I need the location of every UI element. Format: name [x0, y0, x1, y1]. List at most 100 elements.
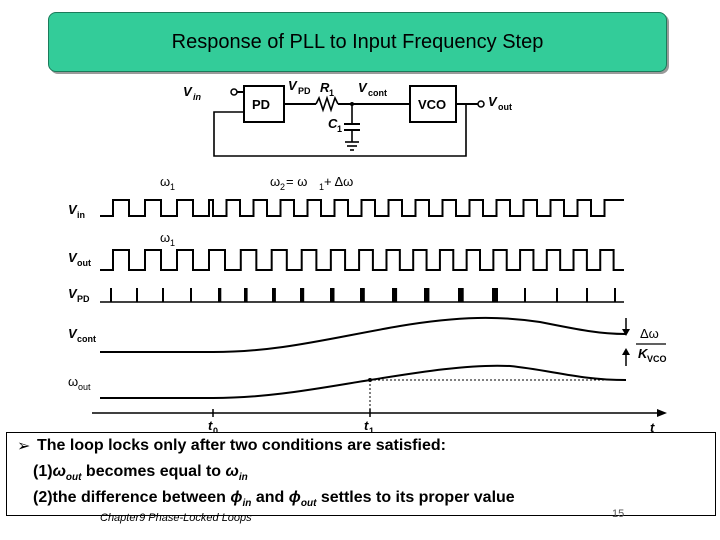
bullet-box: ➢ The loop locks only after two conditio…: [6, 432, 716, 516]
omega-out-sub: out: [65, 472, 82, 484]
vpd-pulse: [218, 288, 222, 302]
condition-2-tail: settles to its proper value: [316, 489, 515, 506]
omega2-sub: 2: [280, 182, 285, 192]
vpd-pulse: [556, 288, 558, 302]
block-diagram: V in PD V PD R 1 V cont C 1 VCO V out: [183, 78, 512, 157]
omega2-tail: + Δω: [324, 174, 353, 189]
vpd-pulse: [330, 288, 335, 302]
vpd-pulse: [524, 288, 526, 302]
vcont-sub: cont: [368, 88, 387, 98]
vout-output-label: V: [488, 94, 498, 109]
omega-out-symbol: ω: [52, 463, 66, 480]
t1-dot: [368, 378, 372, 382]
omega2-rest-sub: 1: [319, 182, 324, 192]
bullet-line-3: (2)the difference between ϕin and ϕout s…: [33, 489, 515, 509]
pd-label: PD: [252, 97, 270, 112]
vco-label: VCO: [418, 97, 446, 112]
wout-waveform: [100, 364, 627, 399]
vcont-waveform: [100, 316, 627, 353]
omega1-top-sub: 1: [170, 182, 175, 192]
omega-in-symbol: ω: [225, 463, 239, 480]
vpd-pulse: [272, 288, 276, 302]
t1-sub: 1: [369, 426, 374, 436]
vpd-pulse: [492, 288, 498, 302]
condition-1-mid: becomes equal to: [81, 463, 226, 480]
feedback-wire: [213, 104, 467, 157]
vout-waveform: [100, 249, 624, 271]
vpd-pulse: [136, 288, 138, 302]
omega2-rest: = ω: [286, 174, 307, 189]
phi-in-symbol: ϕ: [230, 489, 243, 506]
delta-denominator-sub: VCO: [647, 354, 667, 364]
delta-denominator: K: [638, 346, 649, 361]
phi-in-sub: in: [242, 498, 252, 510]
vin-waveform: [100, 199, 624, 217]
waveforms-group: [100, 199, 627, 399]
omega-in-sub: in: [238, 472, 248, 484]
phi-out-sub: out: [300, 498, 317, 510]
phi-out-symbol: ϕ: [288, 489, 301, 506]
vcont-label: V: [358, 80, 368, 95]
omega2-label: ω: [270, 174, 280, 189]
vin-input-sub: in: [193, 92, 202, 102]
vcont-wave-label: V: [68, 326, 78, 341]
vout-wave-label: V: [68, 250, 78, 265]
bullet-line-1: The loop locks only after two conditions…: [37, 437, 446, 455]
vpd-pulse: [458, 288, 464, 302]
condition-1-prefix: (1): [33, 463, 53, 480]
vpd-pulse: [110, 288, 112, 302]
vpd-wave-sub: PD: [77, 294, 90, 304]
wout-wave-sub: out: [78, 382, 91, 392]
vin-wave-sub: in: [77, 210, 85, 220]
vcont-step-arrow-head: [622, 329, 630, 336]
vcont-wave-sub: cont: [77, 334, 96, 344]
input-terminal: [230, 88, 238, 96]
c1-label: C: [328, 116, 338, 131]
vpd-pulse: [424, 288, 430, 302]
omega1-mid-label: ω: [160, 230, 170, 245]
vcont-base-arrow-head: [622, 348, 630, 355]
r1-resistor: [315, 95, 339, 113]
title-box: Response of PLL to Input Frequency Step: [48, 12, 667, 72]
vpd-pulse: [614, 288, 616, 302]
t0-sub: 0: [213, 426, 218, 436]
vpd-pulse: [190, 288, 192, 302]
wout-wave-label: ω: [68, 374, 78, 389]
vpd-sub: PD: [298, 86, 311, 96]
pd-block: [243, 85, 285, 123]
footer-chapter: Chapter9 Phase-Locked Loops: [100, 512, 252, 524]
condition-2-and: and: [251, 489, 289, 506]
t0-label: t: [208, 418, 213, 433]
vin-wave-label: V: [68, 202, 78, 217]
omega1-top-label: ω: [160, 174, 170, 189]
waveform-labels: ω 1 ω 2 = ω 1 + Δω ω 1 V in V out V PD V…: [68, 174, 667, 436]
bullet-arrow-icon: ➢: [17, 438, 31, 455]
output-terminal: [477, 100, 485, 108]
vout-wave-sub: out: [77, 258, 91, 268]
t1-label: t: [364, 418, 369, 433]
vout-output-sub: out: [498, 102, 512, 112]
vpd-pulse: [244, 288, 248, 302]
vpd-pulse: [300, 288, 305, 302]
vpd-pulse: [162, 288, 164, 302]
footer-page-number: 15: [612, 508, 625, 520]
vpd-pulse: [392, 288, 398, 302]
r1-label: R: [320, 80, 330, 95]
vin-input-label: V: [183, 84, 193, 99]
t-axis-label: t: [650, 420, 655, 435]
vpd-label: V: [288, 78, 298, 93]
vpd-wave-label: V: [68, 286, 78, 301]
bullet-line-1-text: The loop locks only after two conditions…: [37, 437, 446, 454]
condition-2-prefix: (2)the difference between: [33, 489, 231, 506]
page-title: Response of PLL to Input Frequency Step: [171, 30, 544, 53]
omega1-mid-sub: 1: [170, 238, 175, 248]
r1-sub: 1: [329, 88, 334, 98]
vpd-pulse: [360, 288, 365, 302]
c1-sub: 1: [337, 124, 342, 134]
time-axis-arrowhead: [657, 409, 667, 417]
vco-block: [409, 85, 457, 123]
delta-omega-numerator: Δω: [640, 326, 659, 341]
bullet-line-2: (1)ωout becomes equal to ωin: [33, 463, 248, 483]
vpd-pulse: [586, 288, 588, 302]
